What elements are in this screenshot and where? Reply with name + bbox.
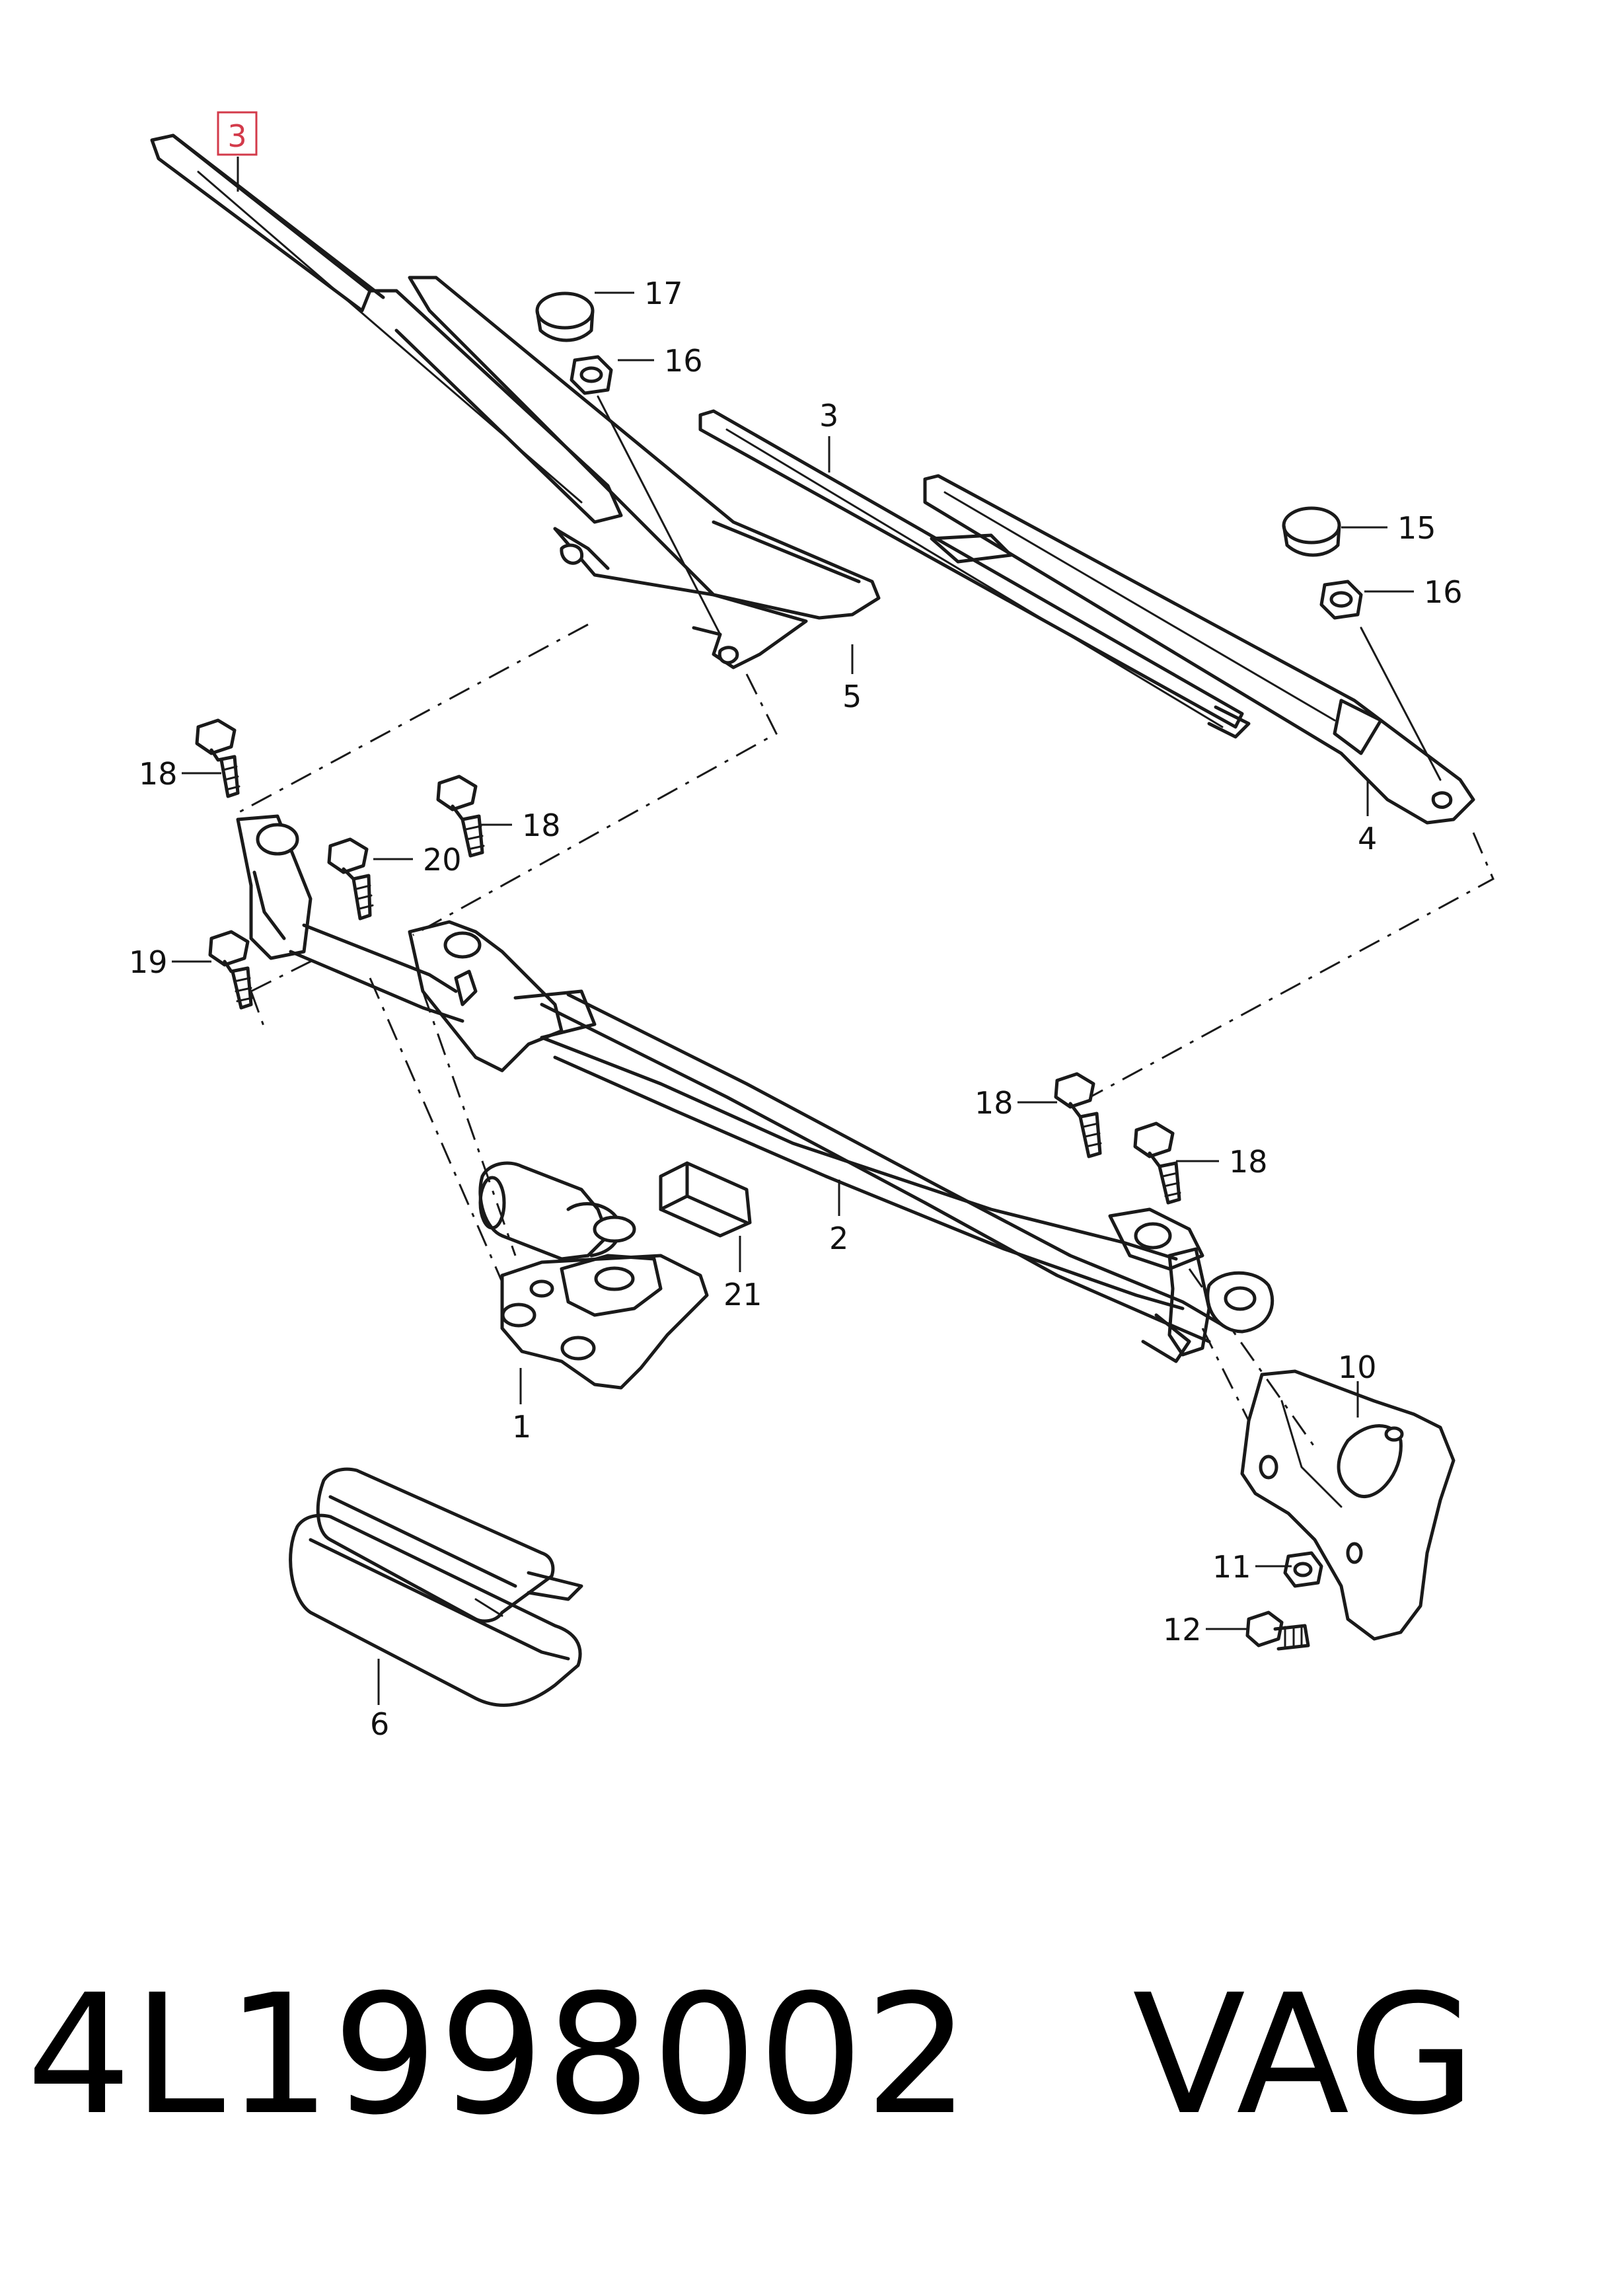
callout-21[interactable]: 21 [723, 1277, 762, 1312]
highlight-box [217, 111, 258, 156]
callout-15[interactable]: 15 [1397, 510, 1436, 546]
bolt-18-c [1054, 1072, 1102, 1158]
callout-18-b[interactable]: 18 [522, 808, 561, 843]
caption-spacer [971, 1959, 1132, 2151]
brand-name: VAG [1132, 1959, 1477, 2151]
callout-12[interactable]: 12 [1163, 1612, 1202, 1647]
callout-17[interactable]: 17 [644, 276, 683, 311]
callout-4[interactable]: 4 [1358, 821, 1377, 856]
callout-18-a[interactable]: 18 [139, 756, 178, 792]
callout-16-left[interactable]: 16 [664, 343, 703, 379]
wiper-motor [478, 1161, 709, 1390]
callout-2[interactable]: 2 [829, 1221, 848, 1256]
part-number: 4L1998002 [26, 1959, 971, 2151]
callout-20[interactable]: 20 [423, 842, 462, 878]
callout-1[interactable]: 1 [512, 1409, 531, 1445]
right-wiper-blade [698, 409, 1251, 739]
nut-16-left [570, 355, 613, 395]
callout-3-highlighted[interactable]: 3 [227, 118, 246, 154]
callout-19[interactable]: 19 [129, 944, 168, 980]
bolt-18-a [195, 718, 240, 798]
bolt-18-d [1133, 1121, 1181, 1205]
callout-18-d[interactable]: 18 [1229, 1144, 1268, 1180]
leader-lines [172, 157, 1414, 1705]
callout-labels: 3 17 16 3 15 16 5 4 18 18 20 19 18 18 2 … [129, 111, 1463, 1742]
bolt-20 [327, 837, 374, 921]
callout-3-right[interactable]: 3 [819, 398, 838, 434]
bolt-19 [208, 930, 254, 1010]
left-wiper-blade [150, 133, 623, 524]
bracket-10 [1240, 1369, 1456, 1641]
connector-21 [659, 1161, 752, 1238]
callout-6[interactable]: 6 [370, 1706, 389, 1742]
bolt-18-b [436, 775, 485, 858]
cover-6 [289, 1467, 583, 1707]
cap-17 [535, 291, 595, 342]
callout-10[interactable]: 10 [1338, 1349, 1377, 1385]
bolt-12 [1245, 1610, 1310, 1651]
callout-16-right[interactable]: 16 [1424, 574, 1463, 610]
right-wiper-arm [923, 474, 1475, 825]
part-number-caption: 4L1998002 VAG [26, 1950, 1599, 2161]
wiper-linkage [236, 814, 1274, 1363]
nut-16-right [1319, 580, 1363, 620]
callout-5[interactable]: 5 [842, 679, 862, 714]
cap-15 [1282, 506, 1341, 557]
callout-11[interactable]: 11 [1212, 1549, 1251, 1585]
callout-18-c[interactable]: 18 [975, 1085, 1014, 1121]
nut-11 [1283, 1551, 1323, 1588]
assembly-lines [237, 623, 1495, 1448]
left-wiper-arm [408, 276, 881, 669]
